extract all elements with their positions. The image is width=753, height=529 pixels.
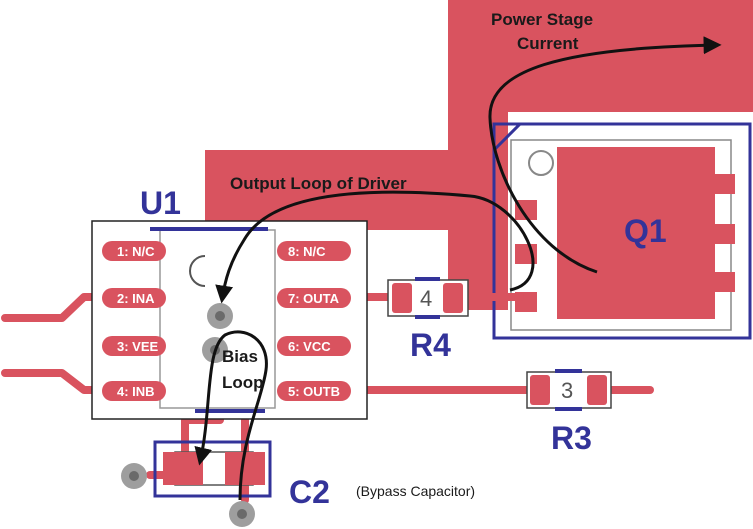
- pin-label-3: 3: VEE: [117, 339, 159, 354]
- output-loop-label: Output Loop of Driver: [230, 174, 407, 193]
- output-loop-copper-plane: [205, 150, 505, 230]
- q1-pin1-marker: [528, 150, 554, 176]
- bias-loop-arrow: [194, 330, 268, 501]
- r4-label: R4: [410, 327, 451, 363]
- q1-tab-pad: [557, 147, 715, 319]
- u1-label: U1: [140, 185, 181, 221]
- r3-pad-number: 3: [561, 378, 573, 403]
- pin-label-8: 8: N/C: [288, 244, 326, 259]
- r3-pad-left: [530, 375, 550, 405]
- pin-label-2: 2: INA: [117, 291, 155, 306]
- pin-6-pad: [277, 336, 351, 356]
- r3-label: R3: [551, 420, 592, 456]
- pin-3-pad: [102, 336, 166, 356]
- pin-4-pad: [102, 381, 166, 401]
- r4-pad-number: 4: [420, 286, 432, 311]
- pin-7-pad: [277, 288, 351, 308]
- c2-pad-left: [163, 452, 203, 485]
- vias: [121, 303, 255, 527]
- pin-5-pad: [277, 381, 351, 401]
- u1-right-pins: [277, 241, 351, 401]
- pin-label-4: 4: INB: [117, 384, 155, 399]
- pin-label-1: 1: N/C: [117, 244, 155, 259]
- c2-outline: [153, 440, 272, 498]
- pin-8-pad: [277, 241, 351, 261]
- output-loop-arrow: [215, 190, 535, 304]
- power-stage-label: Power Stage: [491, 10, 593, 29]
- c2-label: C2: [289, 474, 330, 510]
- current-label: Current: [517, 34, 579, 53]
- power-stage-current-arrow: [488, 36, 722, 274]
- pin-label-7: 7: OUTA: [288, 291, 340, 306]
- u1-left-pins: [102, 241, 166, 401]
- pin-label-5: 5: OUTB: [288, 384, 340, 399]
- loop-label: Loop: [222, 373, 264, 392]
- pin-1-pad: [102, 241, 166, 261]
- q1-right-leads: [713, 174, 735, 292]
- pin-label-6: 6: VCC: [288, 339, 331, 354]
- bypass-note: (Bypass Capacitor): [356, 483, 475, 499]
- r3-pad-right: [587, 375, 607, 405]
- bias-label: Bias: [222, 347, 258, 366]
- pin-2-pad: [102, 288, 166, 308]
- r4-pad-left: [392, 283, 412, 313]
- u1-pin1-notch: [189, 255, 206, 287]
- r4-pad-right: [443, 283, 463, 313]
- q1-outline: [492, 122, 752, 340]
- q1-label: Q1: [624, 213, 667, 249]
- q1-chamfer: [492, 122, 522, 152]
